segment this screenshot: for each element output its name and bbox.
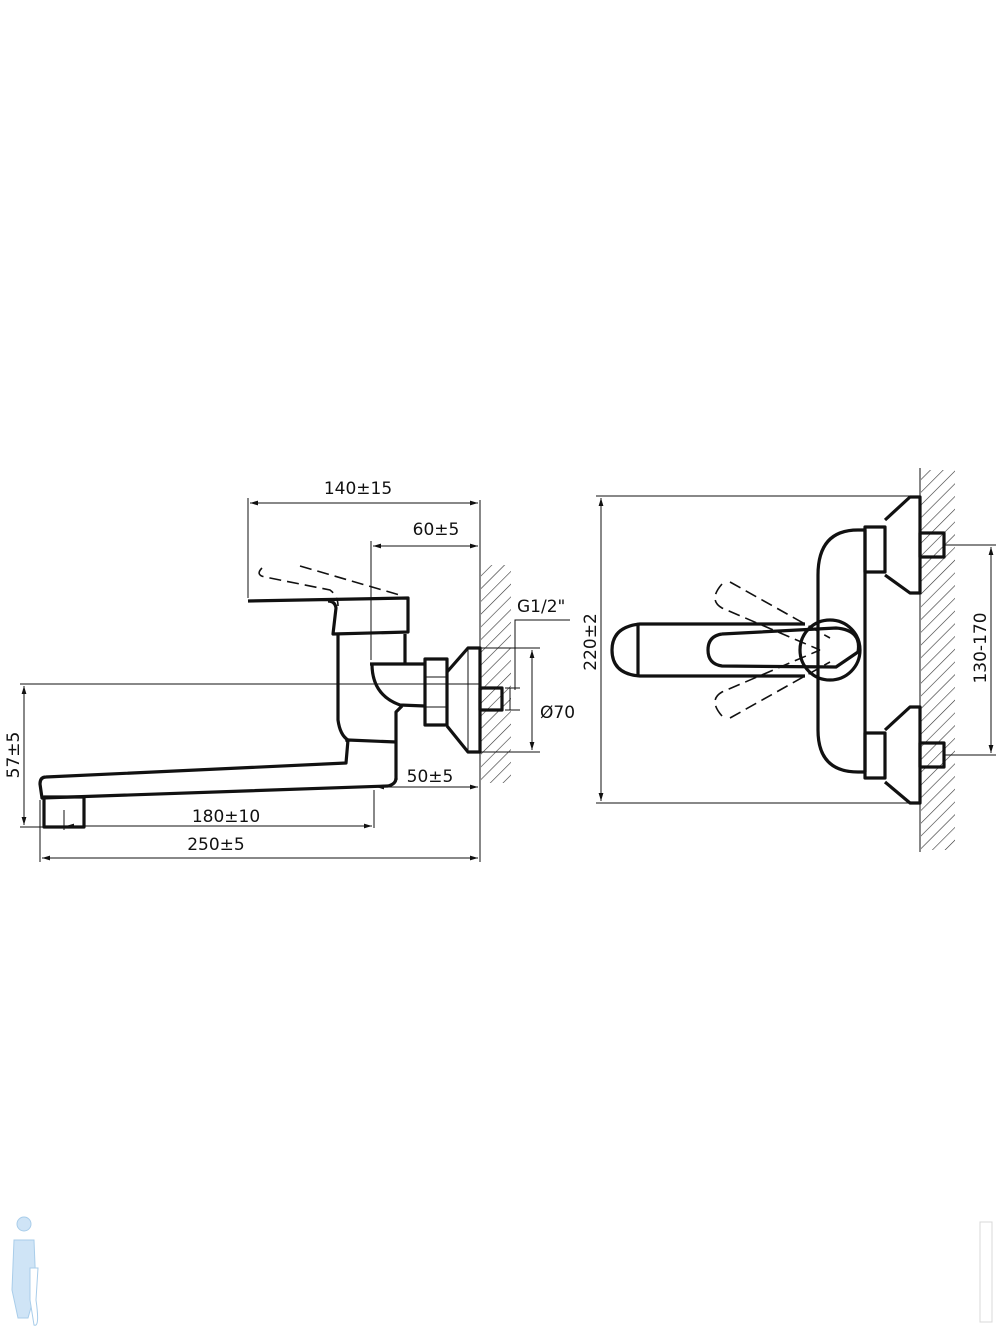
lever-positions xyxy=(714,581,831,719)
body xyxy=(336,634,407,744)
lever xyxy=(247,596,410,636)
upper-flange xyxy=(883,495,922,595)
plumber-logo xyxy=(11,1216,39,1326)
spout xyxy=(610,622,805,678)
outlet xyxy=(370,662,426,780)
dim-thread: G1/2" xyxy=(517,597,565,617)
lever-raised xyxy=(258,565,404,607)
front-view: 220±2 130-170 xyxy=(581,468,996,852)
lower-flange xyxy=(883,705,922,805)
dim-spout-height: 57±5 xyxy=(4,732,24,779)
watermark-text xyxy=(979,1221,993,1323)
wall-hatch xyxy=(481,565,511,783)
dim-body-offset: 60±5 xyxy=(413,520,460,540)
dim-outlet-offset: 50±5 xyxy=(407,767,454,787)
lower-nut xyxy=(863,731,887,780)
dim-flange-diameter: Ø70 xyxy=(540,703,575,723)
dim-spout-reach: 180±10 xyxy=(192,807,260,827)
spout xyxy=(38,738,398,800)
dim-centers: 130-170 xyxy=(971,612,991,683)
dim-lever-reach: 140±15 xyxy=(324,479,392,499)
dim-total-length: 250±5 xyxy=(187,835,245,855)
upper-nut xyxy=(863,525,887,574)
pipe-stub xyxy=(478,686,504,712)
flange xyxy=(445,646,482,754)
lever xyxy=(706,626,861,669)
dim-height: 220±2 xyxy=(581,613,601,671)
side-view: 140±15 60±5 G1/2" Ø70 57±5 50±5 180±10 2… xyxy=(4,479,575,862)
body xyxy=(816,528,867,774)
cartridge xyxy=(798,618,862,682)
nut xyxy=(423,657,449,727)
wall-hatch xyxy=(921,470,955,850)
